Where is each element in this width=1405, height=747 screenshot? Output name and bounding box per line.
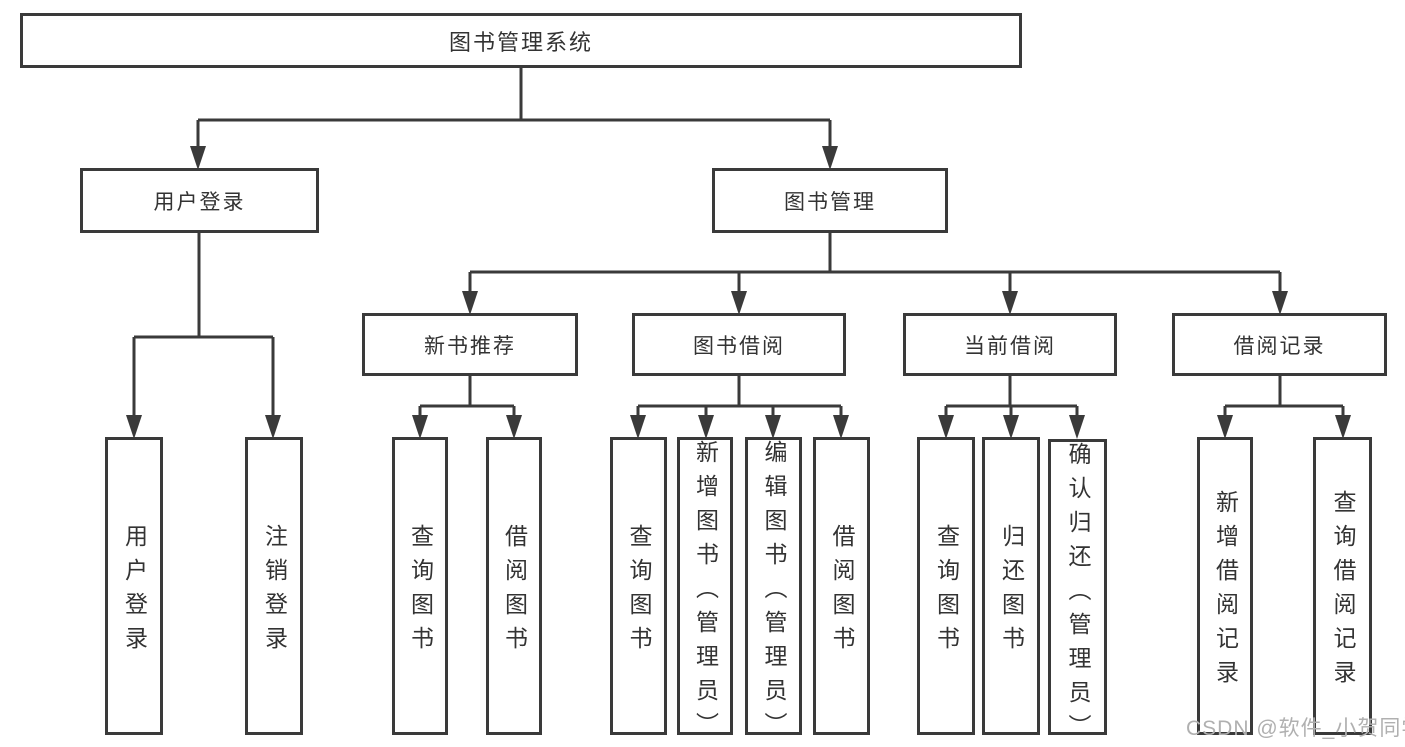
leaf-user-login: 用户登录 — [105, 437, 163, 735]
node-library-system: 图书管理系统 — [20, 13, 1022, 68]
node-user-login: 用户登录 — [80, 168, 319, 233]
leaf-logout: 注销登录 — [245, 437, 303, 735]
leaf-borrow-books-borrowing-label: 借阅图书 — [829, 523, 855, 660]
leaf-confirm-return-admin: 确认归还（管理员） — [1048, 439, 1107, 747]
node-current-borrowing: 当前借阅 — [903, 313, 1117, 376]
leaf-borrow-books-borrowing: 借阅图书 — [813, 437, 870, 735]
leaf-add-book-admin: 新增图书（管理员） — [677, 437, 733, 746]
arrowheads — [126, 146, 1351, 439]
leaf-query-books-current-label: 查询图书 — [933, 523, 960, 660]
leaf-user-login-label: 用户登录 — [121, 523, 148, 660]
watermark: CSDN @软件_小贺同学 — [1186, 717, 1405, 740]
node-new-book-recommendation: 新书推荐 — [362, 313, 578, 376]
leaf-add-borrowing-record: 新增借阅记录 — [1197, 437, 1253, 735]
leaf-borrow-books-recommend-label: 借阅图书 — [501, 523, 528, 660]
leaf-edit-book-admin-label: 编辑图书（管理员） — [761, 440, 787, 746]
node-book-management: 图书管理 — [712, 168, 948, 233]
leaf-query-books-current: 查询图书 — [917, 437, 975, 735]
leaf-return-books: 归还图书 — [982, 437, 1040, 735]
node-book-borrowing: 图书借阅 — [632, 313, 846, 376]
leaf-add-borrowing-record-label: 新增借阅记录 — [1212, 489, 1239, 694]
leaf-borrow-books-recommend: 借阅图书 — [486, 437, 542, 735]
leaf-query-books-recommend-label: 查询图书 — [407, 523, 434, 660]
leaf-return-books-label: 归还图书 — [998, 523, 1025, 660]
leaf-query-books-borrowing: 查询图书 — [610, 437, 667, 735]
leaf-query-borrowing-record: 查询借阅记录 — [1313, 437, 1372, 735]
node-borrowing-records: 借阅记录 — [1172, 313, 1387, 376]
leaf-edit-book-admin: 编辑图书（管理员） — [745, 437, 802, 746]
leaf-query-borrowing-record-label: 查询借阅记录 — [1330, 489, 1356, 694]
leaf-logout-label: 注销登录 — [261, 523, 288, 660]
leaf-add-book-admin-label: 新增图书（管理员） — [692, 440, 719, 746]
leaf-confirm-return-admin-label: 确认归还（管理员） — [1065, 442, 1091, 747]
leaf-query-books-borrowing-label: 查询图书 — [626, 523, 652, 660]
leaf-query-books-recommend: 查询图书 — [392, 437, 448, 735]
